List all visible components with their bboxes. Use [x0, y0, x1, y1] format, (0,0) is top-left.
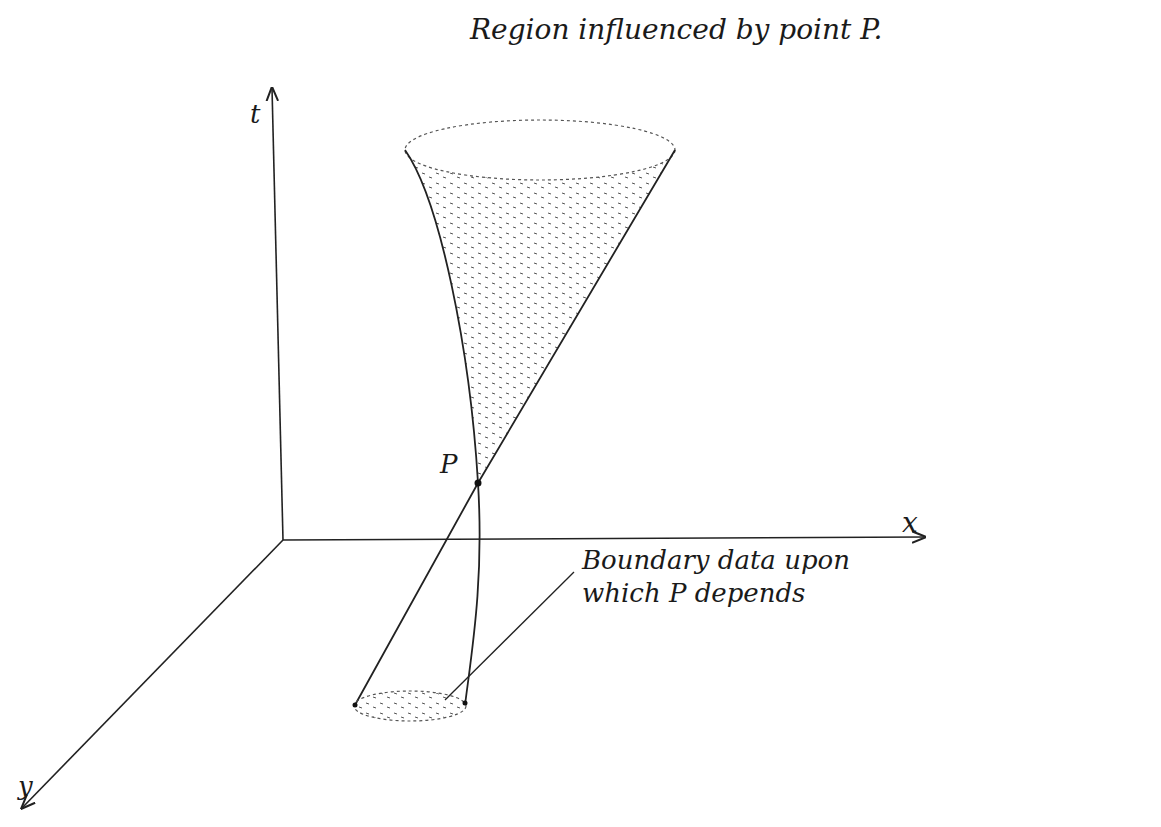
patch-edge-dot [353, 703, 358, 708]
t-axis [272, 88, 283, 540]
leader-line [445, 572, 574, 700]
influence-region-top [405, 120, 675, 180]
figure-title: Region influenced by point P. [470, 12, 882, 47]
patch-edge-dot [463, 701, 468, 706]
point-p [475, 480, 482, 487]
influence-region-fill [405, 150, 675, 483]
y-axis [22, 540, 283, 808]
point-label: P [440, 448, 458, 481]
axis-label: t [250, 98, 260, 131]
axis-label: y [18, 770, 33, 803]
characteristic-curve [405, 150, 480, 705]
axis-label: x [902, 505, 918, 540]
callout-note: Boundary data upon which P depends [582, 544, 912, 609]
characteristic-line [355, 150, 675, 705]
x-axis [283, 537, 925, 540]
